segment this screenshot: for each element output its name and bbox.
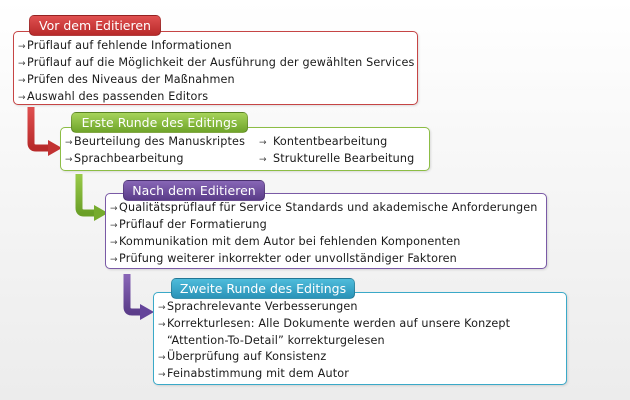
section-title-second-round: Zweite Runde des Editings [171, 278, 355, 299]
arrow-right-icon: → [65, 155, 73, 165]
arrow-right-icon: → [18, 42, 26, 52]
arrow-right-icon: → [158, 320, 166, 330]
section-box-second-round: →Sprachrelevante Verbesserungen →Korrekt… [153, 292, 567, 385]
list-item-continuation: “Attention-To-Detail” korrekturgelesen [167, 334, 385, 347]
list-item: →Prüfen des Niveaus der Maßnahmen [18, 72, 414, 89]
arrow-right-icon: → [18, 93, 26, 103]
list-item: →Prüflauf auf fehlende Informationen [18, 38, 414, 55]
section-items-first-round-right: →Kontentbearbeitung →Strukturelle Bearbe… [259, 134, 414, 168]
list-item: →Qualitätsprüflauf für Service Standards… [110, 200, 538, 217]
list-item: →Prüflauf der Formatierung [110, 217, 538, 234]
list-item: →Sprachbearbeitung [65, 151, 245, 168]
section-items-before-editing: →Prüflauf auf fehlende Informationen →Pr… [18, 38, 414, 106]
arrow-right-icon: → [110, 221, 118, 231]
arrow-red [27, 107, 62, 156]
list-item: →Strukturelle Bearbeitung [259, 151, 414, 168]
list-item: →Überprüfung auf Konsistenz [158, 349, 510, 366]
arrow-green [75, 174, 108, 221]
list-item: →Prüfung weiterer inkorrekter oder unvol… [110, 251, 538, 268]
arrow-right-icon: → [110, 255, 118, 265]
section-title-before-editing: Vor dem Editieren [29, 15, 161, 36]
list-item: →Kontentbearbeitung [259, 134, 414, 151]
arrow-right-icon: → [158, 353, 166, 363]
list-item: →Sprachrelevante Verbesserungen [158, 299, 510, 316]
section-items-first-round-left: →Beurteilung des Manuskriptes →Sprachbea… [65, 134, 245, 168]
section-box-first-round: →Beurteilung des Manuskriptes →Sprachbea… [60, 127, 430, 171]
arrow-right-icon: → [65, 138, 73, 148]
arrow-right-icon: → [259, 155, 267, 165]
arrow-right-icon: → [158, 370, 166, 380]
section-box-before-editing: →Prüflauf auf fehlende Informationen →Pr… [13, 31, 418, 105]
list-item: →Korrekturlesen: Alle Dokumente werden a… [158, 316, 510, 333]
arrow-right-icon: → [259, 138, 267, 148]
section-items-after-editing: →Qualitätsprüflauf für Service Standards… [110, 200, 538, 268]
section-title-after-editing: Nach dem Editieren [123, 180, 265, 201]
list-item: →Kommunikation mit dem Autor bei fehlend… [110, 234, 538, 251]
list-item: →Auswahl des passenden Editors [18, 89, 414, 106]
section-title-first-round: Erste Runde des Editings [71, 112, 248, 133]
arrow-right-icon: → [110, 204, 118, 214]
list-item: →Beurteilung des Manuskriptes [65, 134, 245, 151]
section-box-after-editing: →Qualitätsprüflauf für Service Standards… [105, 193, 547, 269]
arrow-right-icon: → [110, 238, 118, 248]
arrow-right-icon: → [18, 59, 26, 69]
list-item: →Prüflauf auf die Möglichkeit der Ausfüh… [18, 55, 414, 72]
arrow-purple [123, 274, 154, 320]
arrow-right-icon: → [18, 76, 26, 86]
section-items-second-round: →Sprachrelevante Verbesserungen →Korrekt… [158, 299, 510, 383]
arrow-right-icon: → [158, 303, 166, 313]
list-item: →Feinabstimmung mit dem Autor [158, 366, 510, 383]
